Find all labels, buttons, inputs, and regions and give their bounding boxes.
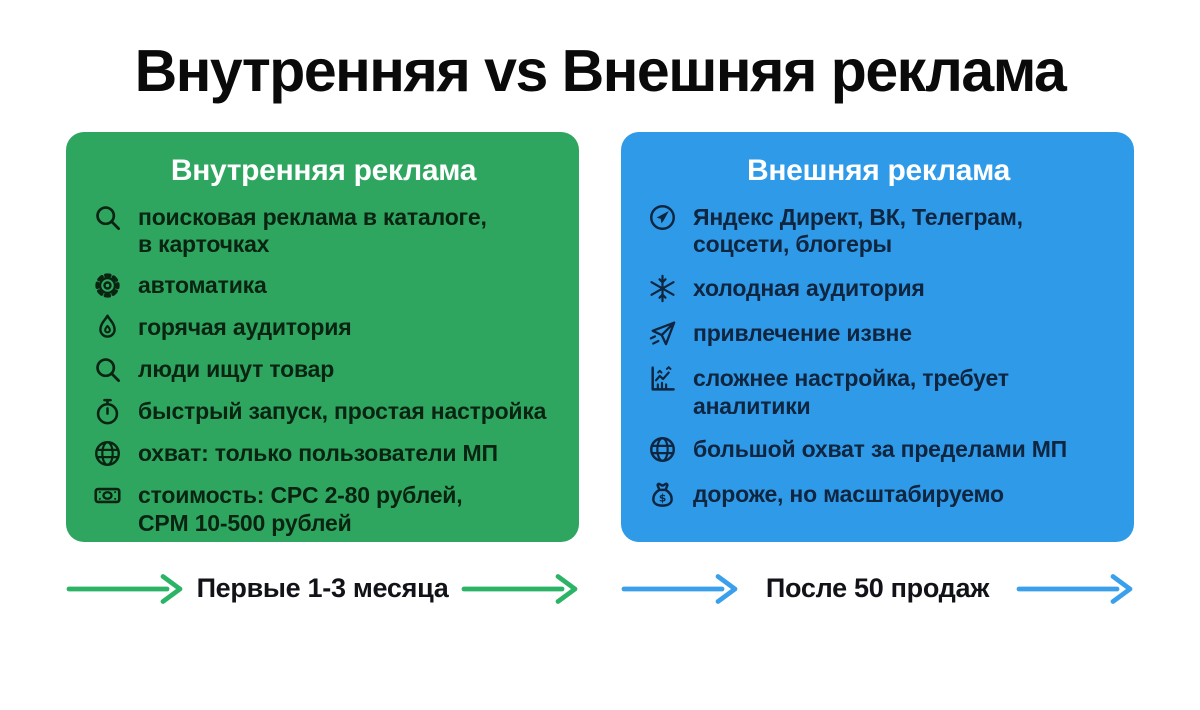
globe-icon xyxy=(90,438,124,469)
telegram-icon xyxy=(645,202,679,233)
list-item: привлечение извне xyxy=(645,320,1112,349)
chart-icon xyxy=(645,363,679,394)
svg-text:$: $ xyxy=(658,493,665,505)
arrow-right-icon xyxy=(461,572,579,606)
item-text: стоимость: CPC 2-80 рублей, CPM 10-500 р… xyxy=(138,481,463,536)
item-text: поисковая реклама в каталоге, в карточка… xyxy=(138,203,487,258)
list-item: стоимость: CPC 2-80 рублей, CPM 10-500 р… xyxy=(90,482,557,537)
item-text: Яндекс Директ, ВК, Телеграм, соцсети, бл… xyxy=(693,203,1023,258)
list-item: охват: только пользователи МП xyxy=(90,440,557,469)
card-external-ads: Внешняя реклама Яндекс Директ, ВК, Телег… xyxy=(621,131,1134,542)
search-icon xyxy=(90,354,124,385)
item-text: охват: только пользователи МП xyxy=(138,439,498,466)
stopwatch-icon xyxy=(90,396,124,427)
item-text: горячая аудитория xyxy=(138,313,352,340)
snowflake-icon xyxy=(645,273,679,304)
item-text: большой охват за пределами МП xyxy=(693,436,1068,463)
arrow-right-icon xyxy=(66,572,184,606)
internal-items-list: поисковая реклама в каталоге, в карточка… xyxy=(90,204,557,537)
item-text: холодная аудитория xyxy=(693,274,925,301)
cards-row: Внутренняя реклама поисковая реклама в к… xyxy=(66,131,1134,542)
list-item: холодная аудитория xyxy=(645,273,1112,304)
arrow-right-icon xyxy=(1016,572,1134,606)
gear-icon xyxy=(90,270,124,301)
list-item: быстрый запуск, простая настройка xyxy=(90,398,557,427)
timeline-external: После 50 продаж xyxy=(621,572,1134,606)
flame-icon xyxy=(90,312,124,343)
external-items-list: Яндекс Директ, ВК, Телеграм, соцсети, бл… xyxy=(645,204,1112,510)
globe-icon xyxy=(645,434,679,465)
list-item: $ дороже, но масштабируемо xyxy=(645,481,1112,510)
list-item: поисковая реклама в каталоге, в карточка… xyxy=(90,204,557,259)
card-external-title: Внешняя реклама xyxy=(746,153,1011,187)
card-internal-ads: Внутренняя реклама поисковая реклама в к… xyxy=(66,131,579,542)
list-item: горячая аудитория xyxy=(90,314,557,343)
page-title: Внутренняя vs Внешняя реклама xyxy=(134,38,1067,104)
list-item: Яндекс Директ, ВК, Телеграм, соцсети, бл… xyxy=(645,204,1112,259)
timeline-label: Первые 1-3 месяца xyxy=(196,573,449,604)
search-icon xyxy=(90,202,124,233)
timeline-internal: Первые 1-3 месяца xyxy=(66,572,579,606)
timeline-label: После 50 продаж xyxy=(765,573,990,604)
item-text: автоматика xyxy=(138,271,267,298)
money-bag-icon: $ xyxy=(645,479,679,510)
card-internal-title: Внутренняя реклама xyxy=(170,153,477,187)
infographic-root: Внутренняя vs Внешняя реклама Внутренняя… xyxy=(0,38,1200,710)
item-text: сложнее настройка, требует аналитики xyxy=(693,364,1009,419)
item-text: дороже, но масштабируемо xyxy=(693,481,1004,508)
list-item: люди ищут товар xyxy=(90,356,557,385)
item-text: люди ищут товар xyxy=(138,355,335,382)
banknote-icon xyxy=(90,480,124,511)
send-icon xyxy=(645,318,679,349)
item-text: привлечение извне xyxy=(693,319,912,346)
item-text: быстрый запуск, простая настройка xyxy=(138,397,547,424)
arrow-right-icon xyxy=(621,572,739,606)
list-item: сложнее настройка, требует аналитики xyxy=(645,365,1112,420)
list-item: автоматика xyxy=(90,272,557,301)
list-item: большой охват за пределами МП xyxy=(645,436,1112,465)
timeline-row: Первые 1-3 месяца После 50 продаж xyxy=(66,572,1134,606)
